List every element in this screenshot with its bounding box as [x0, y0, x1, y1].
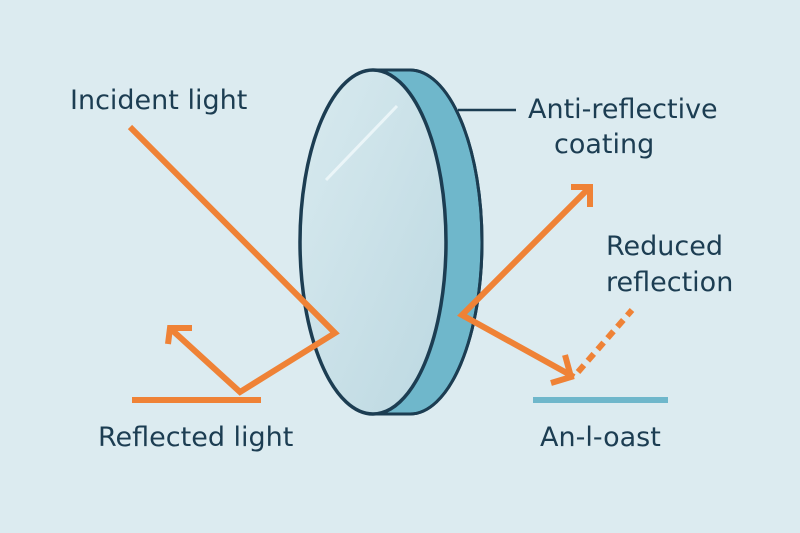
coating-label-line2: coating — [554, 129, 655, 160]
reduced-arrowhead-icon — [550, 354, 575, 386]
reduced-reflection-dotted — [575, 308, 635, 374]
reflected-light-label: Reflected light — [98, 422, 294, 453]
incident-light-label: Incident light — [70, 85, 248, 116]
coating-label-line1: Anti-reflective — [528, 94, 718, 125]
transmitted-arrowhead-icon — [571, 184, 593, 207]
bottom-right-label: An-l-oast — [540, 422, 661, 453]
transmitted-ray — [457, 184, 593, 380]
lens-highlight — [324, 104, 399, 182]
incident-ray — [127, 124, 340, 396]
reduced-reflection-line2: reflection — [606, 267, 734, 298]
lens-face — [298, 68, 448, 416]
reduced-reflection-line1: Reduced — [606, 231, 724, 262]
reflected-arrowhead-icon — [165, 325, 192, 345]
